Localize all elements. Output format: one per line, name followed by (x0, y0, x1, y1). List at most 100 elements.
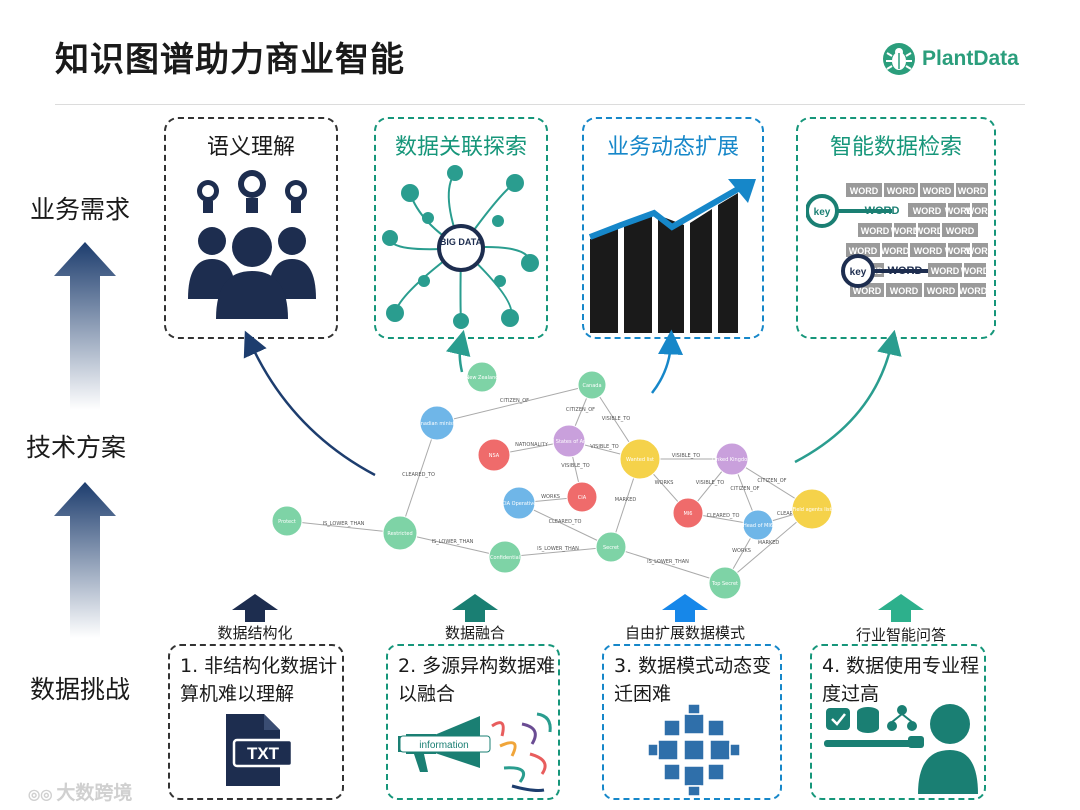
word-tile: WORD (945, 243, 974, 257)
arrow-label-fusion: 数据融合 (444, 624, 505, 642)
people-lightbulb-icon (188, 170, 316, 319)
graph-node[interactable]: Canada (577, 370, 607, 400)
watermark-text: 大数跨境 (56, 782, 133, 804)
word-tile: WORD (928, 263, 962, 277)
word-tile: WORD (920, 183, 954, 197)
graph-node-label: Secret (603, 545, 619, 551)
graph-node-label: Protect (278, 519, 296, 525)
graph-node-label: Top Secret (711, 581, 738, 587)
graph-node-label: United States of America (538, 439, 600, 445)
graph-edge-label: CLEARED_TO (402, 472, 435, 478)
graph-edge-label: IS_LOWER_THAN (537, 546, 579, 552)
box-title-retrieval: 智能数据检索 (829, 135, 962, 160)
graph-node[interactable]: New Zealand (466, 361, 499, 393)
key-text: key (814, 207, 831, 218)
page-title: 知识图谱助力商业智能 (55, 40, 405, 80)
challenge-text-heterogeneous: 2. 多源异构数据难以融合 (398, 655, 556, 705)
word-tile: WORD (846, 243, 880, 257)
graph-node[interactable]: NSA (477, 438, 511, 472)
box-title-semantic: 语义理解 (206, 135, 295, 160)
graph-node-label: CIA Operative (502, 501, 537, 507)
graph-node[interactable]: CIA Operative (502, 486, 537, 520)
word-tile-text: WORD (945, 206, 974, 216)
graph-edge: IS_LOWER_THAN (399, 532, 506, 558)
graph-node-label: Linked Kingdom (712, 457, 752, 463)
graph-edge-label: IS_LOWER_THAN (323, 521, 365, 527)
box-title-association: 数据关联探索 (394, 135, 527, 160)
graph-node[interactable]: Protect (271, 505, 303, 537)
challenge-text-unstructured: 1. 非结构化数据计算机难以理解 (180, 655, 338, 705)
plantdata-logo: PlantData (882, 42, 1019, 76)
word-tile: WORD (945, 203, 974, 217)
word-tile-text: WORD (915, 226, 944, 236)
word-tile: WORD (959, 283, 988, 297)
graph-edge-label: CLEARED_TO (549, 519, 582, 525)
word-tile-text: WORD (890, 286, 919, 296)
arrow-fusion-icon (452, 594, 498, 622)
word-tile-text: WORD (849, 246, 878, 256)
arrow-label-structuring: 数据结构化 (217, 624, 293, 642)
key-text: key (850, 267, 867, 278)
word-tile-text: WORD (853, 286, 882, 296)
word-tile-text: WORD (891, 226, 920, 236)
header-divider (55, 104, 1025, 105)
challenge-box-heterogeneous: 2. 多源异构数据难以融合 information (386, 644, 560, 800)
graph-node[interactable]: Top Secret (708, 566, 742, 600)
word-tile-text: WORD (959, 286, 988, 296)
graph-edge-label: CLEARED_TO (707, 513, 740, 519)
information-label: information (419, 740, 468, 751)
megaphone-information-icon: information (398, 712, 552, 792)
graph-node[interactable]: CIA (566, 481, 598, 513)
arrow-structuring-icon (232, 594, 278, 622)
word-tile: WORD (846, 183, 882, 197)
arrow-label-schema: 自由扩展数据模式 (624, 624, 745, 642)
graph-node[interactable]: Head of MI6 (742, 509, 774, 541)
graph-edge-label: IS_LOWER_THAN (647, 559, 689, 565)
box-smart-retrieval: 智能数据检索 WORDWORDWORDWORDWORDWORDWORDWORDW… (796, 117, 996, 339)
box-business-expansion: 业务动态扩展 (582, 117, 764, 339)
box-semantic-understanding: 语义理解 (164, 117, 338, 339)
label-solution: 技术方案 (26, 433, 127, 462)
graph-node[interactable]: Secret (595, 531, 627, 563)
graph-edge-label: MARKED (615, 497, 637, 503)
word-tile: WORD (891, 223, 920, 237)
txt-file-icon: TXT (226, 714, 294, 786)
label-challenges: 数据挑战 (30, 675, 131, 704)
growth-chart-icon (588, 179, 756, 333)
graph-node[interactable]: Confidential (488, 540, 522, 574)
word-tile-text: WORD (881, 246, 910, 256)
word-tile-text: WORD (913, 206, 942, 216)
label-requirements: 业务需求 (30, 195, 131, 224)
graph-edge-label: CITIZEN_OF (757, 478, 786, 484)
graph-edge-label: WORKS (732, 548, 751, 554)
word-tile-text: WORD (914, 246, 943, 256)
challenge-box-unstructured: 1. 非结构化数据计算机难以理解 TXT (168, 644, 344, 800)
graph-edge: IS_LOWER_THAN (504, 546, 612, 558)
graph-edge-label: WORKS (655, 480, 674, 486)
expert-person-icon (824, 704, 978, 794)
graph-node[interactable]: Wanted list (619, 438, 661, 480)
graph-edge-label: MARKED (758, 540, 780, 546)
graph-node[interactable]: Canadian minister (414, 405, 461, 441)
graph-edge-label: VISIBLE_TO (602, 416, 630, 422)
word-tile: WORD (915, 223, 944, 237)
logo-text: PlantData (922, 47, 1019, 70)
graph-edge-label: NATIONALITY (515, 442, 549, 448)
word-tile: WORD (961, 263, 988, 277)
challenge-text-expertise: 4. 数据使用专业程度过高 (822, 655, 980, 705)
word-tile: WORD (910, 243, 946, 257)
graph-node[interactable]: United States of America (538, 424, 600, 458)
word-tile: WORD (881, 243, 910, 257)
graph-edge-label: VISIBLE_TO (561, 463, 589, 469)
word-tile-text: WORD (946, 226, 975, 236)
graph-node-label: Field agents list (792, 507, 831, 513)
challenge-box-schema: 3. 数据模式动态变迁困难 (602, 644, 782, 800)
graph-node-label: NSA (489, 453, 500, 459)
graph-node[interactable]: Restricted (382, 515, 418, 551)
graph-node[interactable]: MI6 (672, 497, 704, 529)
graph-node[interactable]: Linked Kingdom (712, 442, 752, 476)
graph-edge-label: CITIZEN_OF (730, 486, 759, 492)
graph-node-label: Restricted (387, 531, 412, 537)
graph-edge-label: CITIZEN_OF (566, 407, 595, 413)
graph-node[interactable]: Field agents list (791, 488, 833, 530)
